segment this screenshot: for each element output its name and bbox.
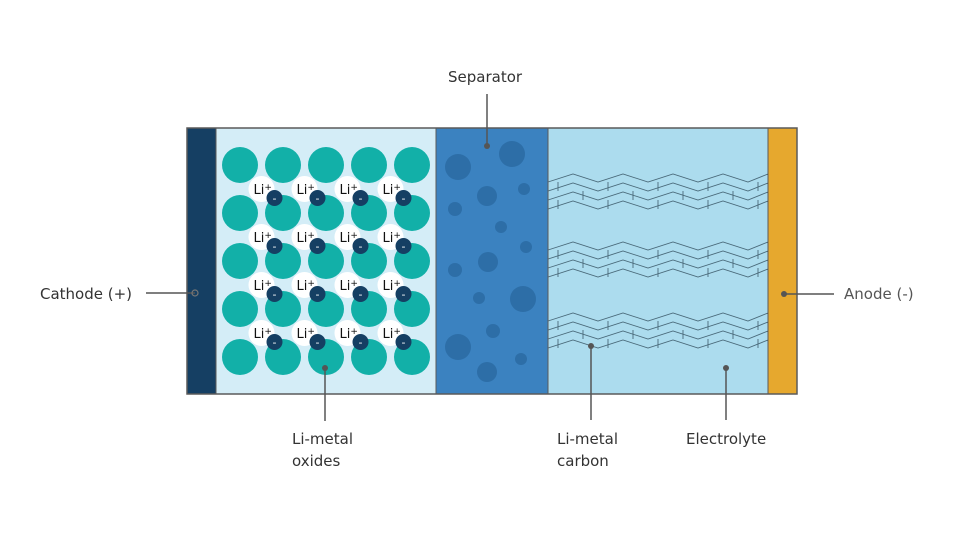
electron: - — [395, 286, 412, 302]
label-li-metal-oxides-line1: Li-metal — [292, 430, 354, 448]
graphite-edge — [547, 173, 769, 183]
electron-symbol: - — [316, 240, 320, 253]
leader-separator — [484, 94, 490, 149]
label-li-metal-carbon: Li-metal carbon — [557, 428, 618, 472]
separator-pore — [445, 334, 471, 360]
separator-pore — [495, 221, 507, 233]
electron: - — [395, 238, 412, 254]
oxide-particle — [222, 147, 258, 183]
graphite-layer — [547, 241, 769, 278]
electron-symbol: - — [273, 288, 277, 301]
electron: - — [309, 334, 326, 350]
electron: - — [309, 190, 326, 206]
graphite-edge — [547, 321, 769, 331]
separator-pore — [477, 362, 497, 382]
electron: - — [395, 190, 412, 206]
electron: - — [266, 190, 283, 206]
cathode-current-collector — [187, 128, 216, 394]
electron: - — [352, 190, 369, 206]
label-electrolyte: Electrolyte — [686, 430, 767, 448]
electron: - — [266, 238, 283, 254]
electron-symbol: - — [316, 192, 320, 205]
oxide-particle — [308, 147, 344, 183]
electron-symbol: - — [273, 336, 277, 349]
separator-pore — [478, 252, 498, 272]
graphite-layer — [547, 312, 769, 349]
electron: - — [352, 334, 369, 350]
electron-symbol: - — [316, 288, 320, 301]
electron-symbol: - — [359, 336, 363, 349]
leader-electrolyte — [723, 365, 729, 420]
electron: - — [352, 238, 369, 254]
electron-symbol: - — [402, 288, 406, 301]
electron-symbol: - — [273, 240, 277, 253]
electron-symbol: - — [273, 192, 277, 205]
graphite-edge — [547, 182, 769, 192]
oxide-particle — [394, 147, 430, 183]
graphite-edge — [547, 330, 769, 340]
leader-cathode — [146, 289, 199, 297]
separator-pore — [515, 353, 527, 365]
electron-symbol: - — [402, 336, 406, 349]
anode-current-collector — [768, 128, 797, 394]
label-cathode: Cathode (+) — [40, 285, 133, 303]
leader-li-metal-oxides — [322, 365, 328, 421]
separator-pore — [499, 141, 525, 167]
cell-outline — [186, 127, 798, 395]
electron: - — [309, 286, 326, 302]
electron-symbol: - — [359, 288, 363, 301]
label-separator: Separator — [448, 68, 523, 86]
electron: - — [395, 334, 412, 350]
graphite-edge — [547, 312, 769, 322]
oxide-particle — [351, 147, 387, 183]
separator-pore — [477, 186, 497, 206]
separator-pore — [520, 241, 532, 253]
electron-symbol: - — [402, 240, 406, 253]
electron-symbol: - — [359, 192, 363, 205]
label-li-metal-oxides-line2: oxides — [292, 452, 341, 470]
electron: - — [266, 286, 283, 302]
graphite-layers — [547, 173, 769, 349]
graphite-edge — [547, 259, 769, 269]
graphite-edge — [547, 200, 769, 210]
oxide-particle — [222, 339, 258, 375]
oxide-particle — [265, 147, 301, 183]
separator-pore — [486, 324, 500, 338]
separator-pore — [518, 183, 530, 195]
label-anode: Anode (-) — [844, 285, 914, 303]
graphite-layer — [547, 173, 769, 210]
li-metal-oxide-lattice: Li+-Li+-Li+-Li+-Li+-Li+-Li+-Li+-Li+-Li+-… — [222, 147, 430, 375]
separator-pores — [445, 141, 536, 382]
graphite-edge — [547, 250, 769, 260]
electron: - — [352, 286, 369, 302]
oxide-particle — [222, 195, 258, 231]
electron-symbol: - — [402, 192, 406, 205]
graphite-edge — [547, 241, 769, 251]
li-ion: Li+ — [291, 224, 318, 250]
graphite-edge — [547, 339, 769, 349]
separator-pore — [510, 286, 536, 312]
graphite-edge — [547, 191, 769, 201]
oxide-particle — [222, 291, 258, 327]
separator-pore — [473, 292, 485, 304]
graphite-edge — [547, 268, 769, 278]
label-li-metal-oxides: Li-metal oxides — [292, 428, 353, 472]
electron-symbol: - — [316, 336, 320, 349]
oxide-particle — [222, 243, 258, 279]
leader-li-metal-carbon — [588, 343, 594, 420]
separator-pore — [448, 202, 462, 216]
label-li-metal-carbon-line1: Li-metal — [557, 430, 619, 448]
separator-pore — [445, 154, 471, 180]
electron-symbol: - — [359, 240, 363, 253]
leader-anode — [781, 291, 834, 297]
electrolyte-region — [548, 128, 768, 394]
electron: - — [309, 238, 326, 254]
separator-pore — [448, 263, 462, 277]
label-li-metal-carbon-line2: carbon — [557, 452, 609, 470]
electron: - — [266, 334, 283, 350]
